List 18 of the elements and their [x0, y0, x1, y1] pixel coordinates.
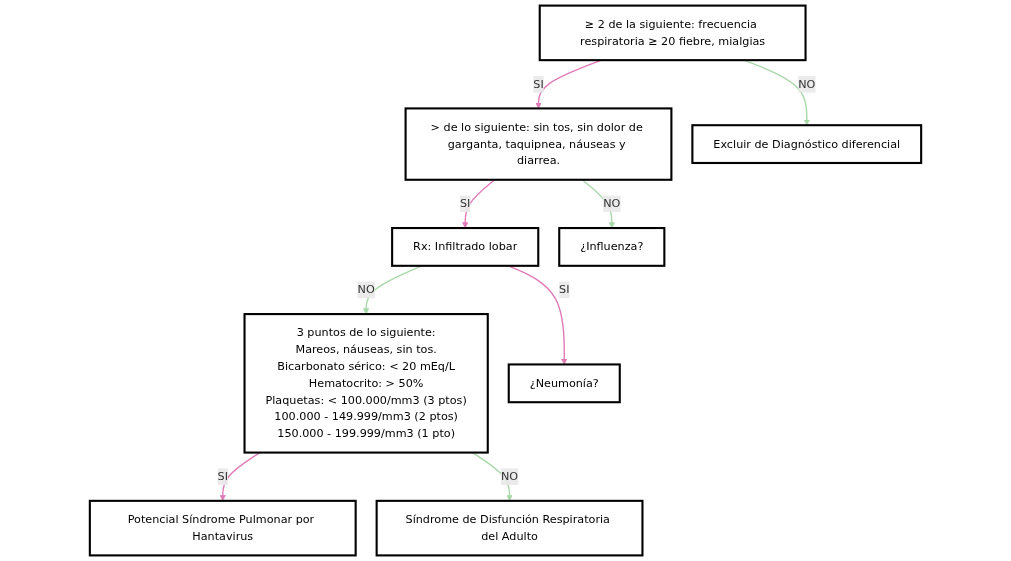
edge-label: NO	[500, 469, 519, 484]
arrow	[462, 179, 496, 229]
node-box: > de lo siguiente: sin tos, sin dolor de garganta, taquipnea, náuseas y diarrea.	[404, 107, 673, 181]
edge-label: SI	[559, 282, 570, 297]
node-box: 3 puntos de lo siguiente: Mareos, náuseas, sin tos. Bicarbonato sérico: < 20 mEq/L Hematocrito: > 50% Plaquetas: < 100.000/mm3 (3 ptos) 100.000 - 149.999/mm3 (2 ptos) 150.000 - 199.999/mm3 (1 pto)	[243, 313, 489, 454]
node-box: ≥ 2 de la siguiente: frecuencia respiratoria ≥ 20 fiebre, mialgias	[538, 4, 807, 62]
node-box: Síndrome de Disfunción Respiratoria del Adulto	[375, 499, 644, 557]
edge-label: NO	[357, 282, 375, 297]
edge-label: NO	[603, 196, 621, 211]
node-box: ¿Neumonía?	[507, 363, 621, 404]
node-box: ¿Influenza?	[558, 227, 666, 267]
edge-label: SI	[460, 196, 471, 211]
node-box: Rx: Infiltrado lobar	[391, 227, 540, 267]
node-box: Potencial Síndrome Pulmonar por Hantavirus	[88, 499, 357, 557]
node-box: Excluir de Diagnóstico diferencial	[691, 124, 923, 165]
edge-label: SI	[533, 77, 544, 91]
edge-label: SI	[217, 469, 228, 484]
edge-label: NO	[798, 77, 816, 91]
